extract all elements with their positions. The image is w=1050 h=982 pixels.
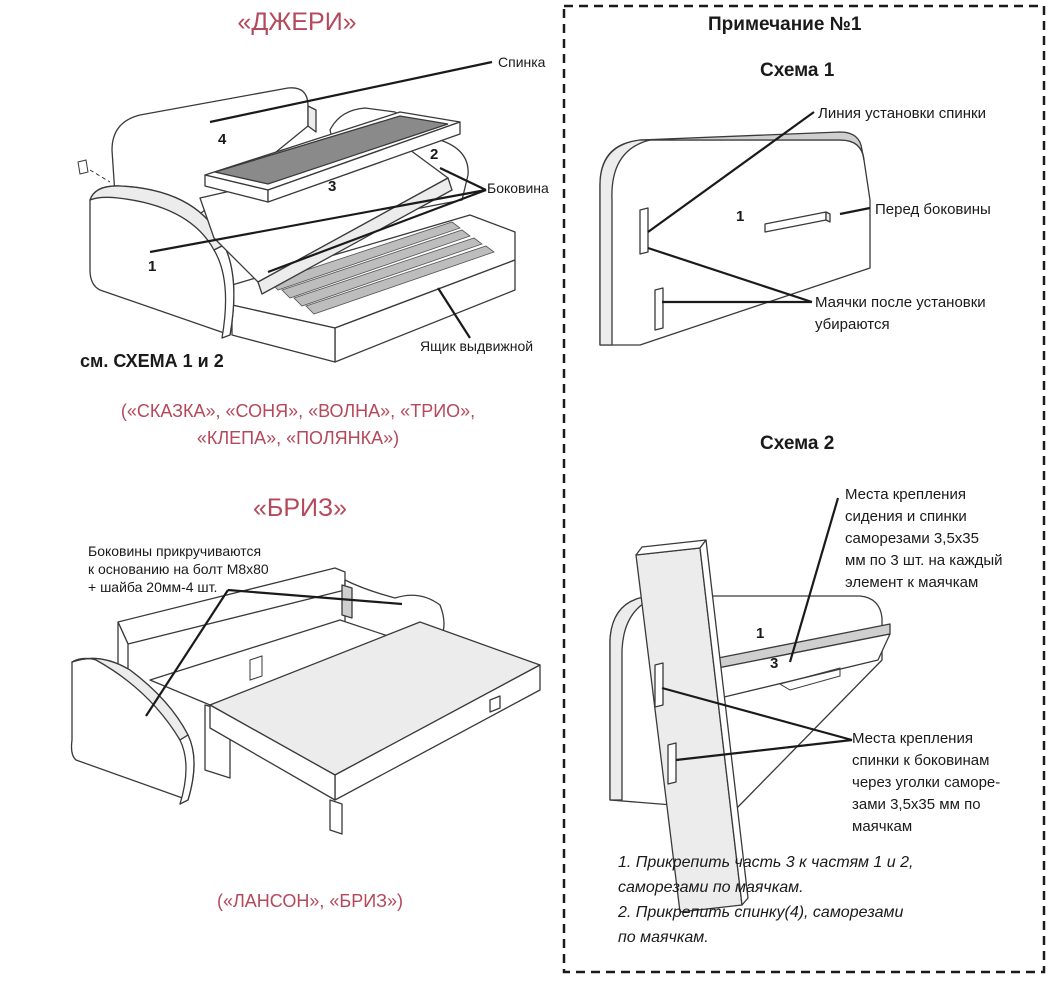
scheme2-number-1: 1 bbox=[756, 625, 765, 642]
scheme1-mayachki-line1: Маячки после установки bbox=[815, 294, 986, 311]
note-heading: Примечание №1 bbox=[708, 14, 862, 35]
scheme2-mesta1-line5: элемент к маячкам bbox=[845, 574, 979, 591]
scheme2-mesta2-line5: маячкам bbox=[852, 818, 913, 835]
jeri-models-line2: «КЛЕПА», «ПОЛЯНКА») bbox=[196, 428, 400, 448]
label-yaschik: Ящик выдвижной bbox=[420, 338, 534, 354]
note-frame bbox=[562, 4, 1046, 974]
scheme2-drawing bbox=[609, 497, 891, 913]
instruction-line3: 2. Прикрепить спинку(4), саморезами bbox=[618, 904, 904, 921]
scheme1-pered: Перед боковины bbox=[875, 201, 991, 218]
scheme2-title: Схема 2 bbox=[760, 433, 835, 454]
briz-title: «БРИЗ» bbox=[253, 494, 347, 522]
scheme2-mesta1-line1: Места крепления bbox=[845, 486, 966, 503]
scheme1-liniya: Линия установки спинки bbox=[818, 105, 986, 122]
scheme2-mesta2-line2: спинки к боковинам bbox=[852, 752, 990, 769]
scheme2-mesta2-line4: зами 3,5х35 мм по bbox=[852, 796, 981, 813]
scheme1-drawing bbox=[599, 111, 871, 346]
scheme1-number-1: 1 bbox=[736, 208, 745, 225]
instruction-line4: по маячкам. bbox=[618, 929, 709, 946]
see-scheme-note: см. СХЕМА 1 и 2 bbox=[80, 351, 224, 371]
briz-sofa-drawing bbox=[70, 567, 541, 835]
jeri-title: «ДЖЕРИ» bbox=[237, 8, 357, 36]
instruction-line1: 1. Прикрепить часть 3 к частям 1 и 2, bbox=[618, 854, 914, 871]
briz-note-line3: + шайба 20мм-4 шт. bbox=[88, 579, 218, 595]
scheme2-number-3: 3 bbox=[770, 655, 779, 672]
briz-note-line2: к основанию на болт М8х80 bbox=[88, 561, 269, 577]
scheme1-title: Схема 1 bbox=[760, 60, 835, 81]
instruction-line2: саморезами по маячкам. bbox=[618, 879, 804, 896]
part-number-2: 2 bbox=[430, 146, 439, 163]
label-bokovina: Боковина bbox=[487, 180, 549, 196]
briz-note-line1: Боковины прикручиваются bbox=[88, 543, 262, 559]
part-number-4: 4 bbox=[218, 131, 227, 148]
scheme2-mesta2-line3: через уголки саморе- bbox=[852, 774, 1001, 791]
jeri-models-line1: («СКАЗКА», «СОНЯ», «ВОЛНА», «ТРИО», bbox=[120, 401, 476, 421]
scheme2-mesta1-line4: мм по 3 шт. на каждый bbox=[845, 552, 1003, 569]
jeri-sofa-drawing bbox=[77, 60, 516, 363]
scheme2-mesta2-line1: Места крепления bbox=[852, 730, 973, 747]
scheme1-mayachki-line2: убираются bbox=[815, 316, 890, 333]
scheme2-mesta1-line2: сидения и спинки bbox=[845, 508, 967, 525]
scheme2-mesta1-line3: саморезами 3,5х35 bbox=[845, 530, 979, 547]
part-number-3: 3 bbox=[328, 178, 337, 195]
label-spinka: Спинка bbox=[498, 54, 546, 70]
briz-models: («ЛАНСОН», «БРИЗ») bbox=[216, 891, 404, 911]
part-number-1: 1 bbox=[148, 258, 157, 275]
